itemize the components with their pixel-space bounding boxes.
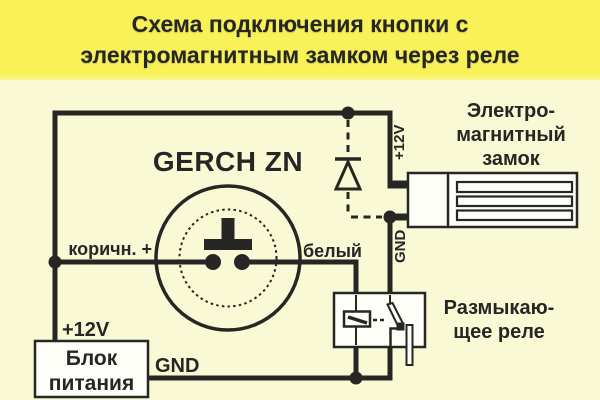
button-inner-circle: [178, 208, 278, 308]
page-title-line2: электромагнитным замком через реле: [80, 42, 520, 68]
power-supply-label-line2: питания: [49, 372, 134, 395]
lock-plus12v-wire-label: +12V: [391, 125, 408, 160]
power-supply-label-line1: Блок: [66, 347, 118, 370]
psu-plus12v-label: +12V: [62, 319, 110, 341]
white-wire-label: белый: [303, 241, 362, 261]
button-outer-circle: [154, 184, 302, 332]
diode-symbol: [333, 120, 382, 219]
junction-dot: [341, 106, 355, 120]
button-terminal-right: [234, 254, 250, 270]
lock-gnd-wire-label: GND: [392, 230, 409, 264]
relay-label-line1: Размыкаю-: [444, 297, 555, 319]
button-model-label: GERCH ZN: [153, 146, 303, 177]
lock-symbol: [406, 171, 579, 229]
button-plunger-bar: [204, 239, 252, 250]
relay-label-line2: щее реле: [453, 321, 545, 343]
lock-label-line3: замок: [482, 148, 541, 170]
relay-no-terminal-bar: [405, 324, 414, 366]
junction-dot: [383, 210, 397, 224]
header: Схема подключения кнопки с электромагнит…: [0, 0, 600, 80]
button-plunger-stem: [221, 218, 235, 241]
button-terminal-left: [205, 254, 221, 270]
lock-label-line1: Электро-: [467, 100, 555, 122]
lock-label-line2: магнитный: [456, 124, 566, 146]
wire-gnd-bottom: [148, 345, 393, 381]
psu-gnd-label: GND: [155, 355, 199, 377]
power-supply-box: Блок питания: [33, 339, 150, 399]
relay-coil-symbol: [342, 310, 372, 328]
page-title-line1: Схема подключения кнопки с: [131, 11, 469, 37]
junction-dot: [349, 371, 363, 385]
relay-contact-symbol: [386, 295, 414, 366]
wire-button-white: [242, 259, 359, 295]
push-button-symbol: [154, 184, 302, 332]
brown-wire-label: коричн. +: [68, 239, 152, 259]
junction-dot: [48, 255, 62, 269]
schematic-canvas: Блок питания GERCH ZN коричн. + белый +1…: [33, 100, 579, 399]
relay-box: [332, 291, 427, 366]
